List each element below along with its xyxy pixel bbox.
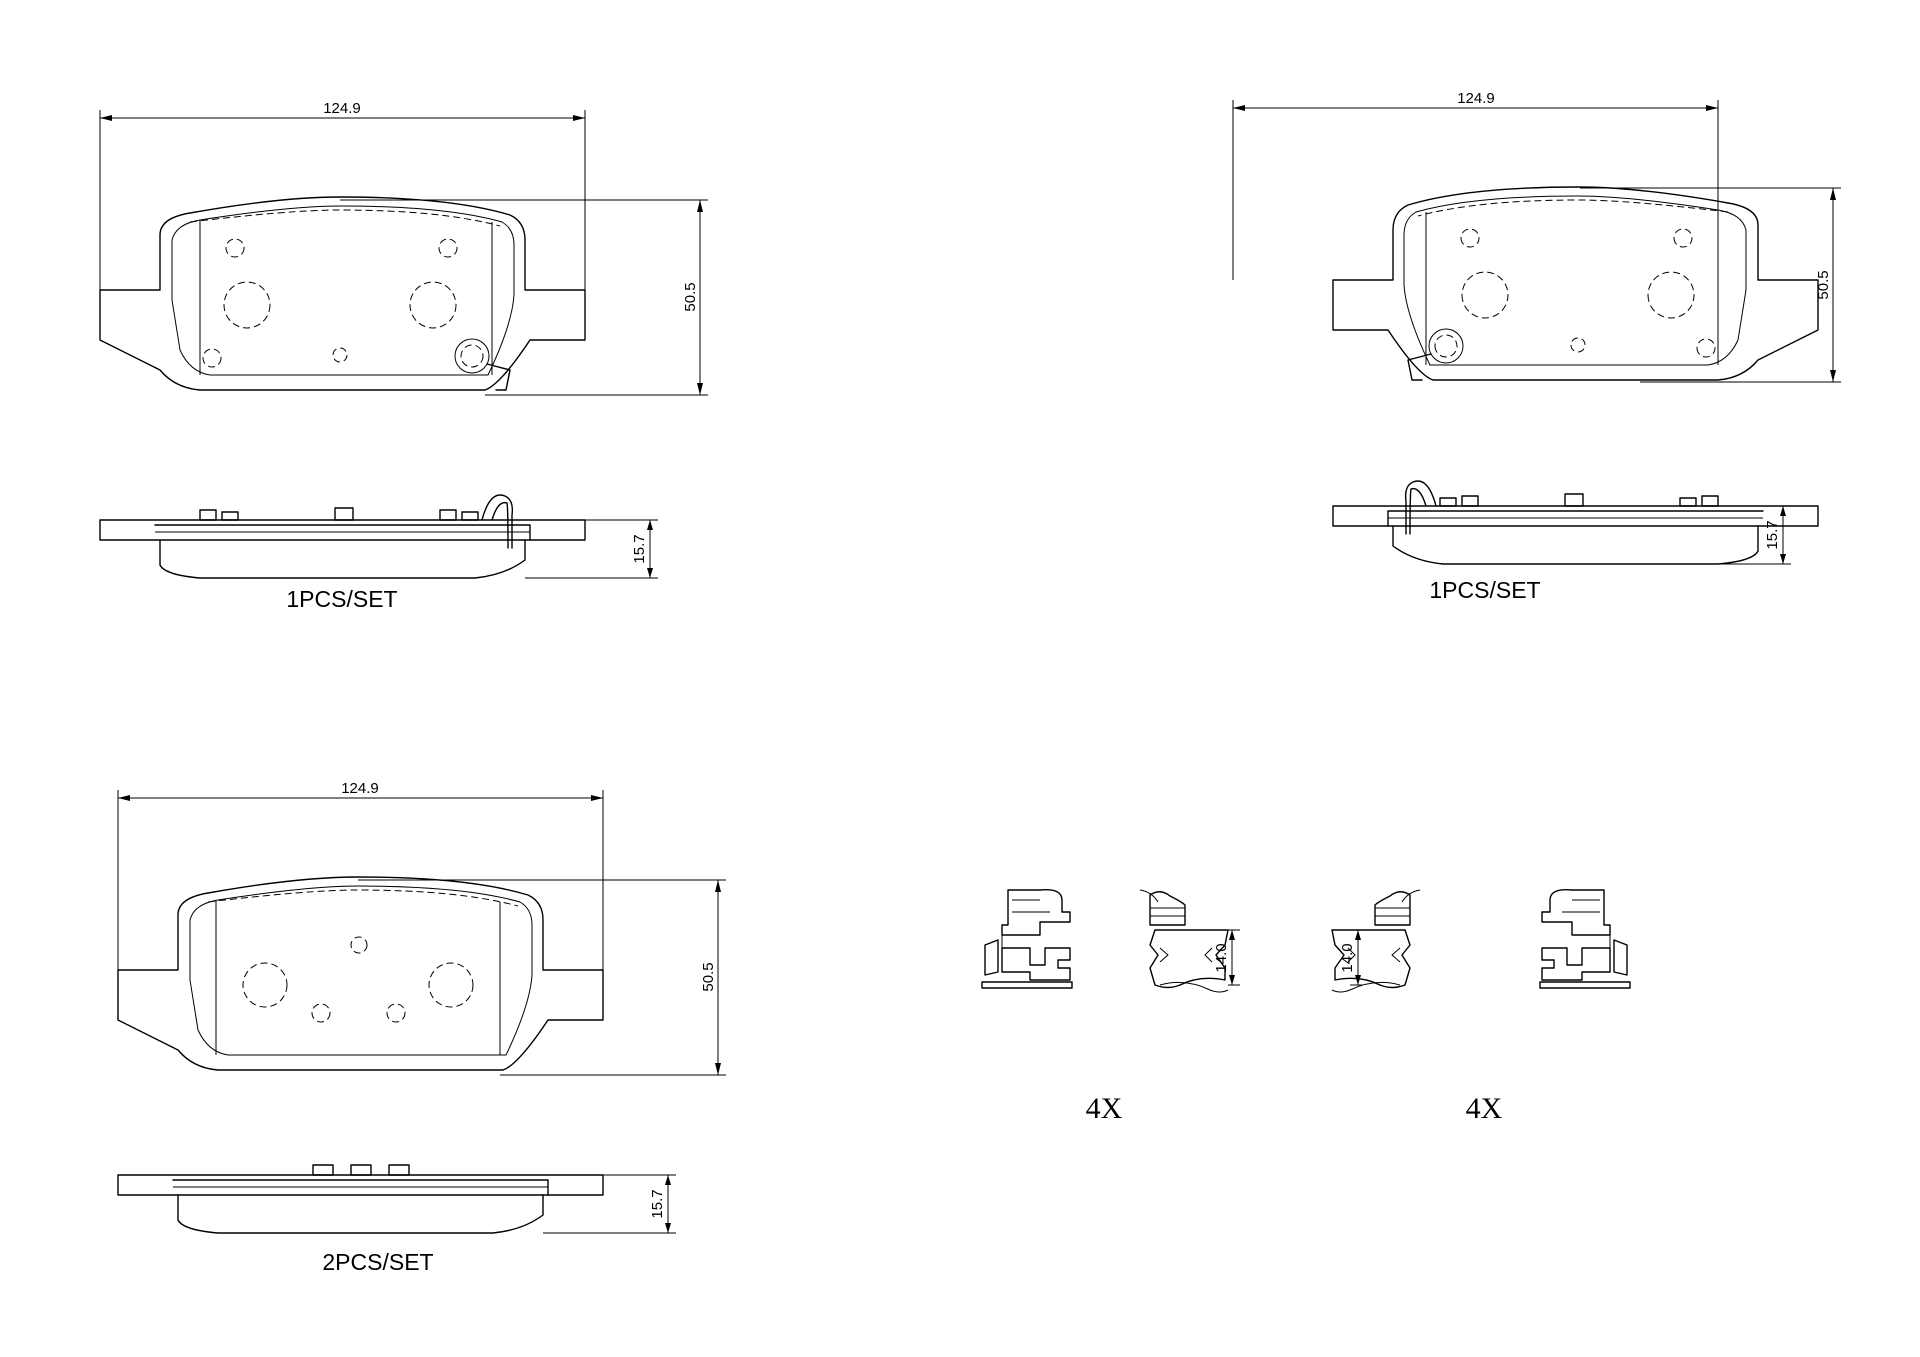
pad-c-front-view	[117, 876, 604, 1071]
pad-a-height-value: 50.5	[682, 282, 699, 311]
pad-a-width-dimension: 124.9	[99, 100, 586, 290]
pad-c-thickness-dimension: 15.7	[543, 1174, 676, 1234]
pad-c-width-dimension: 124.9	[117, 780, 604, 970]
clip-left-front-view	[1139, 889, 1229, 993]
pad-b-width-value: 124.9	[1457, 90, 1495, 107]
clip-left-height-dimension: 14.0	[1213, 929, 1240, 986]
clip-left-height-value: 14.0	[1213, 943, 1230, 972]
pad-c-side-view	[117, 1164, 604, 1234]
clip-right-front-view	[1331, 889, 1421, 993]
clip-right-height-value: 14.0	[1339, 943, 1356, 972]
pad-b-height-dimension: 50.5	[1580, 187, 1841, 383]
pad-b-thickness-dimension: 15.7	[1640, 505, 1791, 565]
pad-b-height-value: 50.5	[1815, 270, 1832, 299]
pad-b-front-view	[1332, 186, 1819, 381]
clip-left-side-view	[981, 889, 1073, 989]
pad-b-width-dimension: 124.9	[1232, 90, 1719, 280]
pad-a-thickness-dimension: 15.7	[525, 519, 658, 579]
pad-c-height-value: 50.5	[700, 962, 717, 991]
pad-a-height-dimension: 50.5	[340, 199, 708, 396]
clip-right-side-view	[1539, 889, 1631, 989]
pad-c-quantity-label: 2PCS/SET	[322, 1249, 433, 1275]
pad-b-thickness-value: 15.7	[1764, 520, 1781, 549]
pad-a-side-view	[99, 494, 586, 579]
pad-c-height-dimension: 50.5	[358, 879, 726, 1076]
pad-a-front-view	[99, 196, 586, 391]
pad-b-side-view	[1332, 480, 1819, 565]
clips-right-multiplier: 4X	[1466, 1092, 1503, 1125]
pad-b-quantity-label: 1PCS/SET	[1429, 577, 1540, 603]
clip-right-height-dimension: 14.0	[1339, 929, 1362, 986]
clips-left-multiplier: 4X	[1086, 1092, 1123, 1125]
pad-c-width-value: 124.9	[341, 780, 379, 797]
pad-a-quantity-label: 1PCS/SET	[286, 586, 397, 612]
pad-c-thickness-value: 15.7	[649, 1189, 666, 1218]
pad-a-width-value: 124.9	[323, 100, 361, 117]
pad-a-thickness-value: 15.7	[631, 534, 648, 563]
